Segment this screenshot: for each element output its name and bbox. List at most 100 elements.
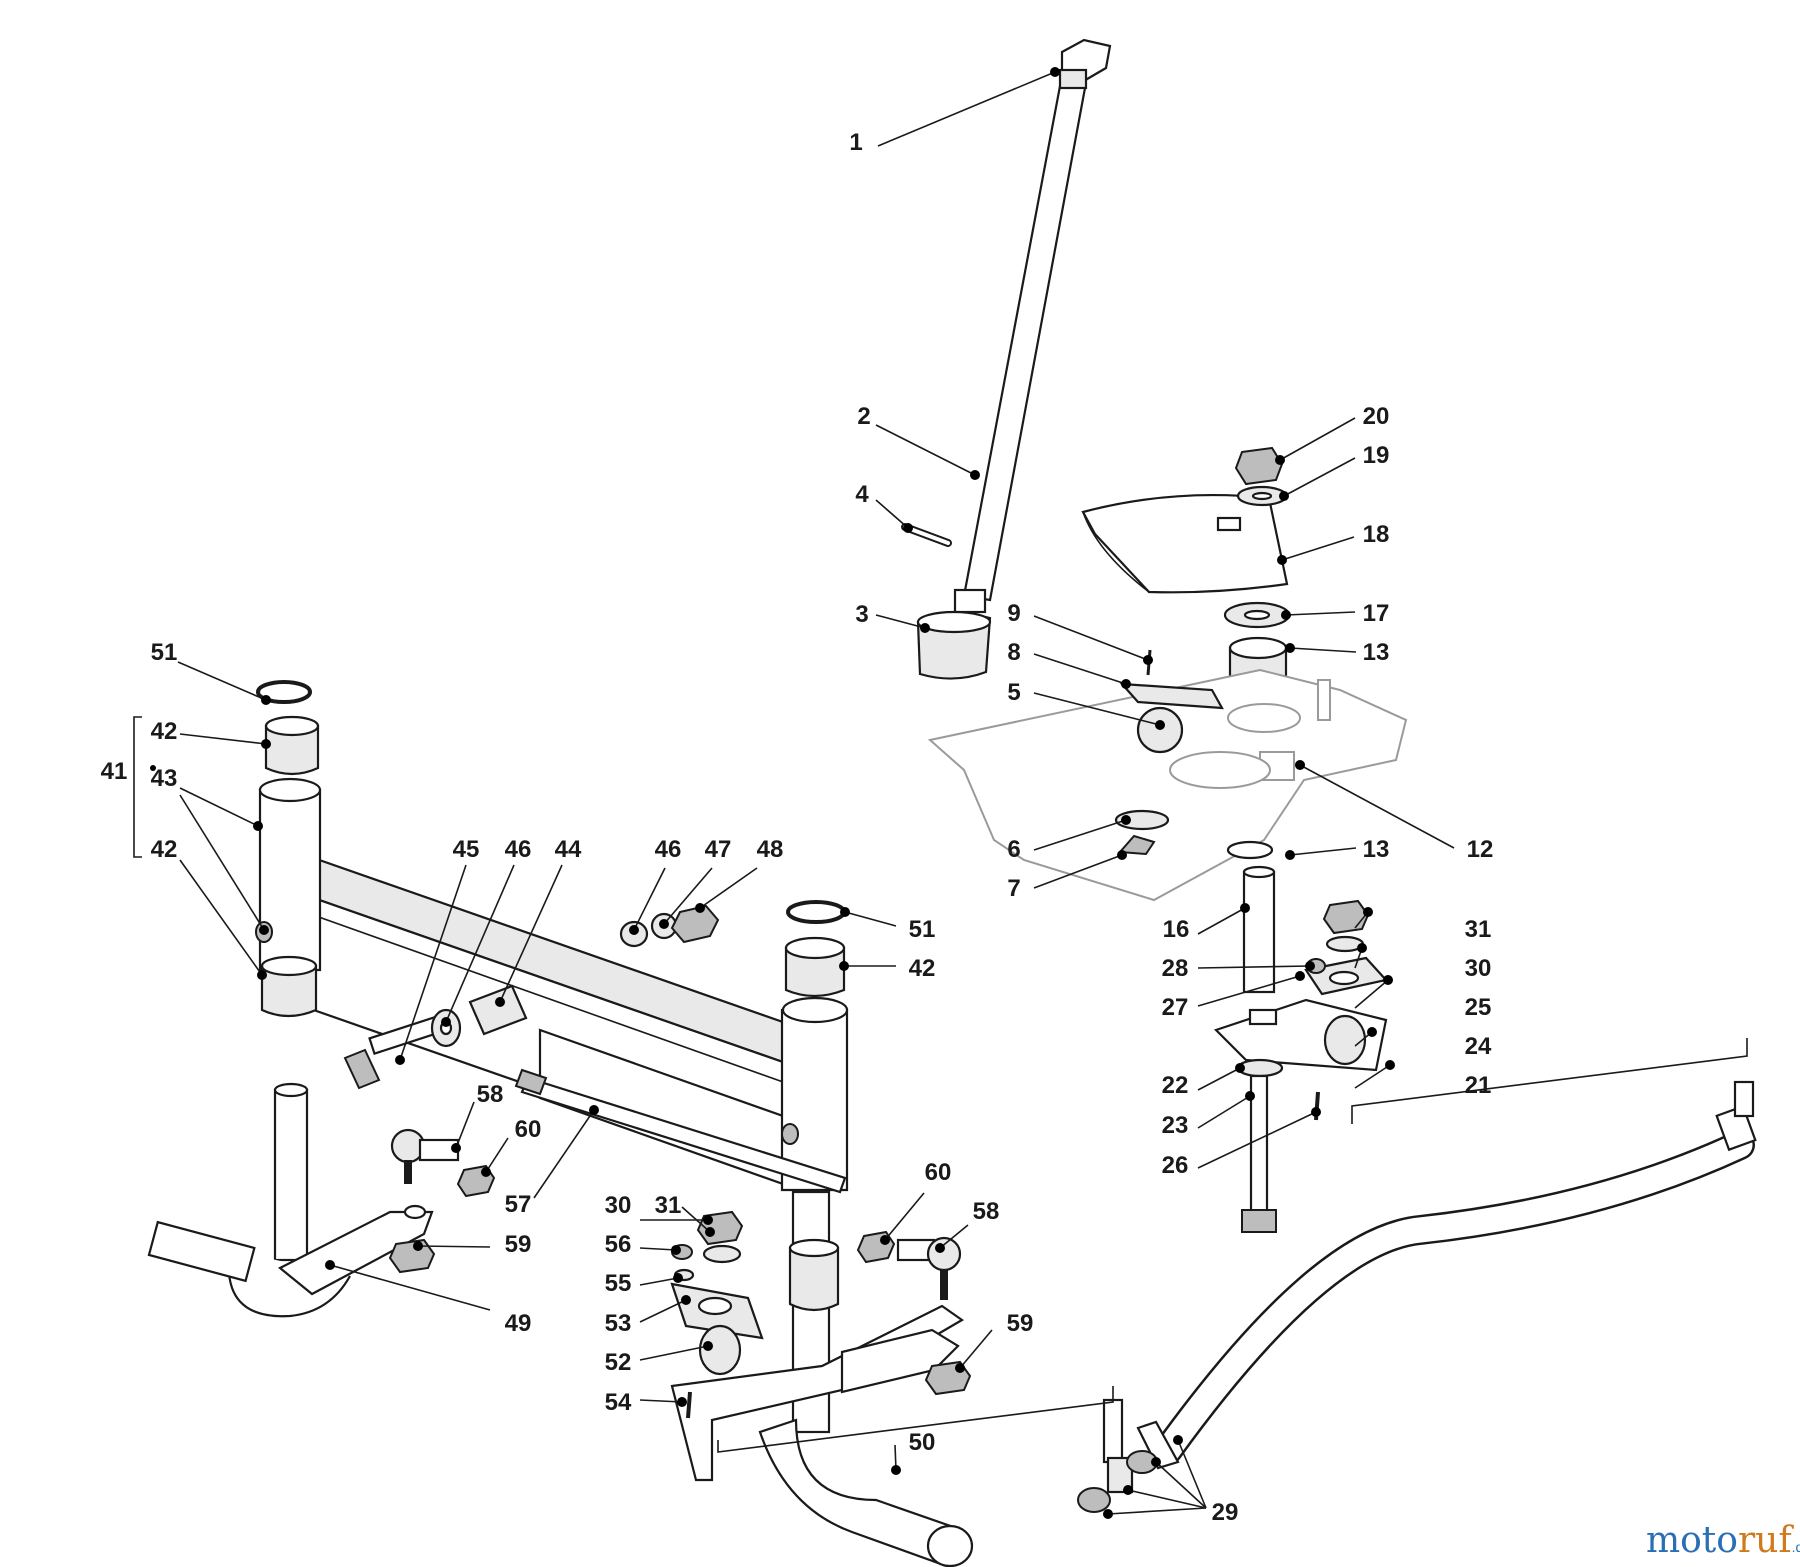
callout-13-lower: 13 [1363, 836, 1390, 863]
callout-42-bottom: 42 [151, 836, 178, 863]
callout-leaders [150, 67, 1455, 1519]
callout-51-right: 51 [909, 916, 936, 943]
ball-joint-58-left [390, 1128, 460, 1184]
callout-20: 20 [1363, 403, 1390, 430]
callout-53: 53 [605, 1310, 632, 1337]
bolt-23 [1241, 1074, 1277, 1233]
axle-beam [255, 777, 849, 1192]
callout-54: 54 [605, 1389, 632, 1416]
callout-7: 7 [1007, 875, 1020, 902]
shaft-16 [1242, 865, 1276, 994]
watermark-part1: moto [1646, 1520, 1738, 1561]
steering-shaft [953, 38, 1112, 614]
clip-7 [1117, 834, 1156, 856]
spacer-44 [468, 984, 528, 1036]
watermark-part2: ruf [1738, 1520, 1794, 1561]
bushing-13-lower [1226, 840, 1274, 860]
callout-31-left: 31 [655, 1192, 682, 1219]
nut-31-right [1322, 899, 1370, 935]
snap-ring-51-left [256, 680, 312, 704]
callout-25: 25 [1465, 994, 1492, 1021]
nut-59-left [388, 1238, 436, 1274]
plate-small-8 [1119, 682, 1224, 710]
steering-pinion [916, 610, 992, 680]
callout-5: 5 [1007, 679, 1020, 706]
callout-18: 18 [1363, 521, 1390, 548]
steering-arm-plate-upper [840, 1328, 960, 1394]
watermark-suffix: .de [1792, 1539, 1800, 1555]
spindle-left-49 [147, 1082, 434, 1318]
callout-44: 44 [555, 836, 582, 863]
callout-29: 29 [1212, 1499, 1239, 1526]
callout-31-right: 31 [1465, 916, 1492, 943]
bushing-42-left-bottom [260, 955, 318, 1018]
callout-57: 57 [505, 1191, 532, 1218]
callout-12: 12 [1467, 836, 1494, 863]
callout-13-upper: 13 [1363, 639, 1390, 666]
callout-59-left: 59 [505, 1231, 532, 1258]
ball-joint-24 [1323, 1014, 1367, 1066]
ball-joint-52 [698, 1324, 742, 1376]
callout-22: 22 [1162, 1072, 1189, 1099]
callout-51-left: 51 [151, 639, 178, 666]
callout-21: 21 [1465, 1072, 1492, 1099]
callout-50: 50 [909, 1429, 936, 1456]
nut-20 [1234, 446, 1284, 486]
svg-text:motoruf.de: motoruf.de [1646, 1520, 1800, 1561]
washer-30-left [702, 1244, 742, 1264]
bushing-42-right [784, 936, 846, 998]
callout-60-left: 60 [515, 1116, 542, 1143]
snap-ring-51-right [786, 900, 846, 924]
callout-47: 47 [705, 836, 732, 863]
callout-41: 41 [101, 758, 128, 785]
callout-46-right: 46 [655, 836, 682, 863]
tie-rod-57 [514, 1068, 847, 1194]
washer-17 [1223, 601, 1291, 629]
callout-labels: 1 2 3 4 5 6 7 8 9 12 13 13 16 17 18 19 2… [101, 129, 1494, 1526]
callout-30-right: 30 [1465, 955, 1492, 982]
callout-58-left: 58 [477, 1081, 504, 1108]
callout-28: 28 [1162, 955, 1189, 982]
callout-56: 56 [605, 1231, 632, 1258]
callout-19: 19 [1363, 442, 1390, 469]
callout-24: 24 [1465, 1033, 1492, 1060]
callout-2: 2 [857, 403, 870, 430]
watermark-logo: motoruf.de [1646, 1520, 1800, 1561]
callout-45: 45 [453, 836, 480, 863]
callout-59-right: 59 [1007, 1310, 1034, 1337]
drag-link [1136, 1080, 1757, 1470]
callout-16: 16 [1163, 916, 1190, 943]
sector-gear [1081, 493, 1289, 594]
callout-43: 43 [151, 765, 178, 792]
callout-60-right: 60 [925, 1159, 952, 1186]
callout-42-top: 42 [151, 718, 178, 745]
steering-plate [927, 668, 1408, 902]
washer-46-left [430, 1008, 462, 1048]
callout-49: 49 [505, 1310, 532, 1337]
ball-joint-58-right [896, 1236, 962, 1300]
callout-8: 8 [1007, 639, 1020, 666]
callout-1: 1 [849, 129, 862, 156]
callout-6: 6 [1007, 836, 1020, 863]
nut-48 [670, 904, 720, 944]
callout-23: 23 [1162, 1112, 1189, 1139]
callout-52: 52 [605, 1349, 632, 1376]
callout-3: 3 [855, 601, 868, 628]
callout-42-right: 42 [909, 955, 936, 982]
tie-rod-end-29 [1077, 1398, 1158, 1513]
screw-54 [686, 1391, 692, 1419]
washer-6 [1114, 809, 1170, 831]
callout-58-right: 58 [973, 1198, 1000, 1225]
callout-55: 55 [605, 1270, 632, 1297]
callout-9: 9 [1007, 600, 1020, 627]
bracket-lines [133, 716, 1748, 1453]
callout-17: 17 [1363, 600, 1390, 627]
washer-19 [1236, 485, 1288, 507]
callout-46-left: 46 [505, 836, 532, 863]
callout-30-left: 30 [605, 1192, 632, 1219]
callout-48: 48 [757, 836, 784, 863]
callout-26: 26 [1162, 1152, 1189, 1179]
callout-4: 4 [855, 481, 869, 508]
